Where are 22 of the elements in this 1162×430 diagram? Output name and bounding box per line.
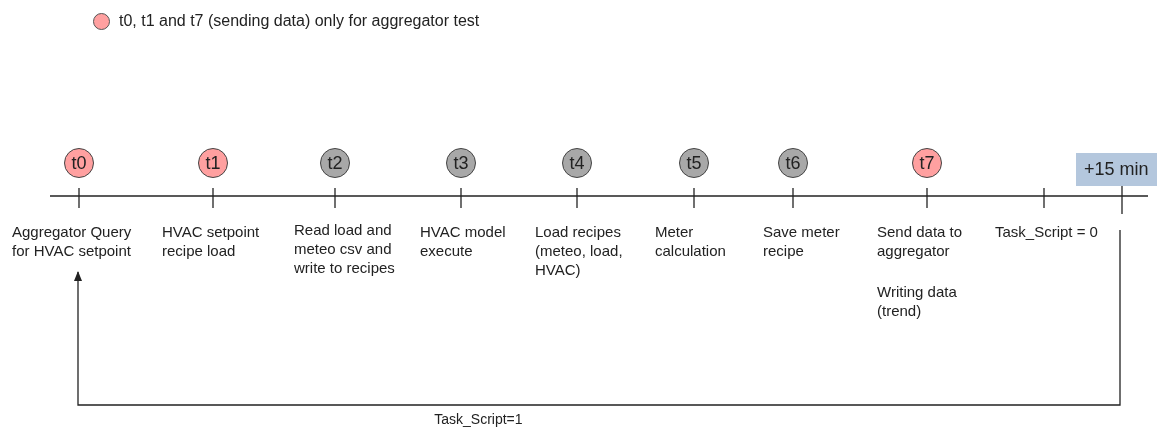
step-description: HVAC setpoint recipe load bbox=[162, 222, 290, 260]
time-circle: t2 bbox=[320, 148, 350, 178]
step-description: Aggregator Query for HVAC setpoint bbox=[12, 222, 152, 260]
time-circle: t0 bbox=[64, 148, 94, 178]
step-description: Task_Script = 0 bbox=[995, 222, 1120, 241]
loop-arrow bbox=[74, 229, 1121, 406]
step-description: Read load and meteo csv and write to recipes bbox=[294, 220, 418, 277]
step-description: HVAC model execute bbox=[420, 222, 532, 260]
time-circle: t7 bbox=[912, 148, 942, 178]
edge-label: Task_Script=1 bbox=[432, 411, 525, 427]
step-description: Meter calculation bbox=[655, 222, 753, 260]
step-description: Writing data (trend) bbox=[877, 282, 989, 320]
time-circle: t4 bbox=[562, 148, 592, 178]
time-circle: t5 bbox=[679, 148, 709, 178]
step-description: Load recipes (meteo, load, HVAC) bbox=[535, 222, 645, 279]
time-circle: t1 bbox=[198, 148, 228, 178]
legend-text: t0, t1 and t7 (sending data) only for aggregator test bbox=[119, 12, 480, 30]
step-description: Send data to aggregator bbox=[877, 222, 989, 260]
interval-tag: +15 min bbox=[1076, 153, 1157, 186]
time-circle: t3 bbox=[446, 148, 476, 178]
time-circle: t6 bbox=[778, 148, 808, 178]
step-description: Save meter recipe bbox=[763, 222, 863, 260]
